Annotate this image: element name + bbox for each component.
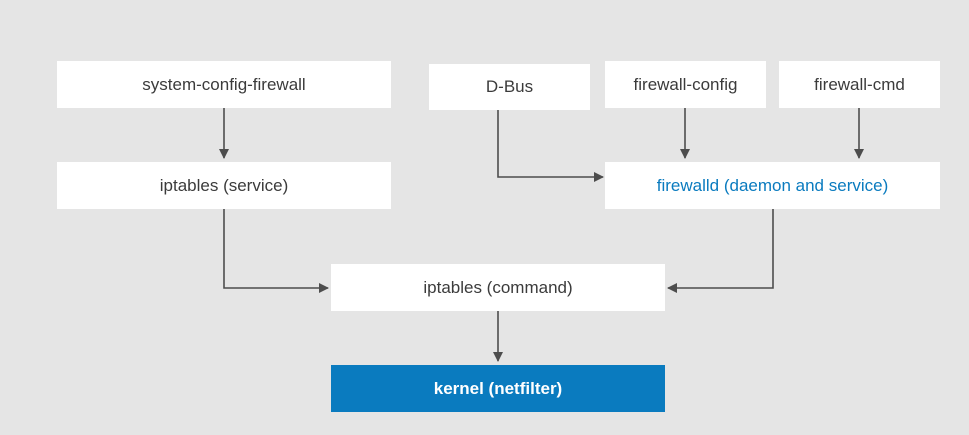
node-firewalld: firewalld (daemon and service): [605, 162, 940, 209]
edge-iptables-service-to-iptables-command: [223, 209, 329, 293]
node-kernel-netfilter: kernel (netfilter): [331, 365, 665, 412]
edge-firewalld-to-iptables-command: [667, 209, 774, 293]
node-iptables-service: iptables (service): [57, 162, 391, 209]
node-label: firewall-config: [633, 74, 738, 94]
node-dbus: D-Bus: [429, 64, 590, 110]
node-label: firewall-cmd: [814, 74, 905, 94]
node-iptables-command: iptables (command): [331, 264, 665, 311]
node-label: iptables (service): [159, 175, 289, 195]
node-label: D-Bus: [485, 77, 534, 96]
node-label: iptables (command): [423, 277, 573, 297]
node-firewall-config: firewall-config: [605, 61, 766, 108]
node-label: kernel (netfilter): [433, 378, 563, 398]
edge-dbus-to-firewalld: [497, 110, 604, 182]
node-firewall-cmd: firewall-cmd: [779, 61, 940, 108]
node-system-config-firewall: system-config-firewall: [57, 61, 391, 108]
node-label: firewalld (daemon and service): [656, 175, 889, 195]
node-label: system-config-firewall: [142, 74, 306, 94]
